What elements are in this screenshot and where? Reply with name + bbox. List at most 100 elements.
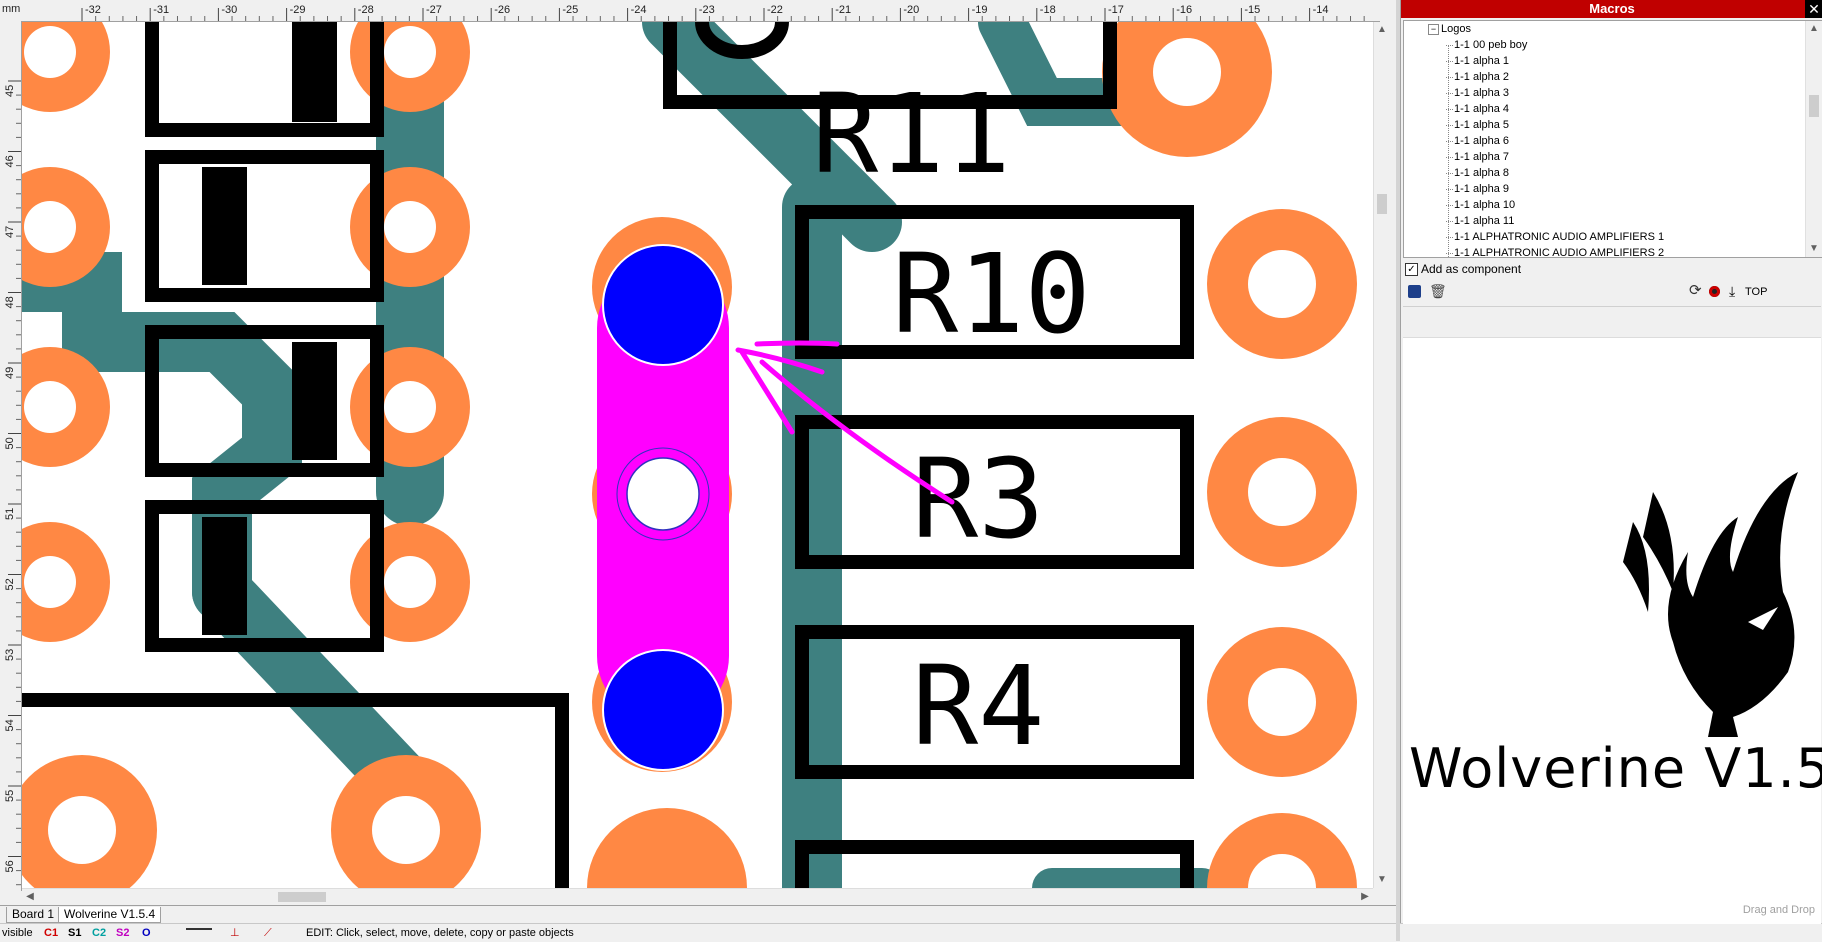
ruler-tick-label: 48 xyxy=(4,296,16,308)
ruler-tick-label: -27 xyxy=(426,4,442,16)
macros-title: Macros xyxy=(1401,0,1822,18)
ruler-unit: mm xyxy=(2,3,20,15)
ruler-tick-label: -21 xyxy=(835,4,851,16)
ruler-tick-label: 47 xyxy=(4,226,16,238)
track xyxy=(192,562,432,812)
list-item[interactable]: 1-1 alpha 10 xyxy=(1445,199,1516,211)
drag-drop-hint: Drag and Drop xyxy=(1742,904,1815,916)
mode-status-text: EDIT: Click, select, move, delete, copy … xyxy=(306,927,574,939)
ruler-tick-label: -32 xyxy=(85,4,101,16)
layer-c2-button[interactable]: C2 xyxy=(92,927,107,939)
tab-board-1[interactable]: Board 1 xyxy=(6,907,61,923)
scroll-down-icon[interactable]: ▼ xyxy=(1377,874,1387,885)
layer-c1-button[interactable]: C1 xyxy=(44,927,59,939)
component-outline xyxy=(663,22,1117,109)
component-outline xyxy=(145,500,384,652)
macro-toolbar: 🗑 ⟳ ⤓ TOP xyxy=(1403,282,1821,304)
list-item[interactable]: 1-1 alpha 11 xyxy=(1445,215,1515,227)
list-item[interactable]: 1-1 alpha 3 xyxy=(1445,87,1510,99)
r3-outline xyxy=(795,415,1194,569)
label-r10: R10 xyxy=(892,230,1091,358)
list-item[interactable]: 1-1 alpha 7 xyxy=(1445,151,1510,163)
macro-tree[interactable]: − Logos 1-1 00 peb boy 1-1 alpha 1 1-1 a… xyxy=(1403,20,1822,258)
horizontal-scrollbar[interactable]: ◀ ▶ xyxy=(22,888,1373,905)
delete-icon[interactable]: 🗑 xyxy=(1429,283,1447,299)
ruler-tick-label: -25 xyxy=(562,4,578,16)
macro-preview[interactable]: Wolverine V1.5 Drag and Drop xyxy=(1403,306,1822,924)
layer-s2-button[interactable]: S2 xyxy=(116,927,130,939)
list-item[interactable]: 1-1 alpha 8 xyxy=(1445,167,1510,179)
track xyxy=(642,22,902,252)
add-as-component-label: Add as component xyxy=(1421,262,1522,276)
r10-outline xyxy=(795,205,1194,359)
layer-s1-button[interactable]: S1 xyxy=(68,927,82,939)
pcb-canvas[interactable]: R11 R10 R3 R4 xyxy=(22,22,1373,888)
tree-scroll-up-icon[interactable]: ▲ xyxy=(1809,23,1819,34)
tab-wolverine[interactable]: Wolverine V1.5.4 xyxy=(58,907,162,923)
vertical-scrollbar[interactable]: ▲ ▼ xyxy=(1373,22,1390,888)
track-width-icon[interactable] xyxy=(186,928,212,940)
label-r4: R4 xyxy=(912,642,1044,770)
list-item[interactable]: 1-1 alpha 5 xyxy=(1445,119,1510,131)
pin-icon[interactable]: ⊥ xyxy=(230,927,240,939)
ruler-tick-label: -29 xyxy=(290,4,306,16)
status-bar: visible C1 S1 C2 S2 O ⊥ ⟋ EDIT: Click, s… xyxy=(0,923,1822,942)
collapse-icon[interactable]: − xyxy=(1428,24,1439,35)
layer-o-button[interactable]: O xyxy=(142,927,151,939)
list-item[interactable]: 1-1 alpha 6 xyxy=(1445,135,1510,147)
ruler-tick-label: -23 xyxy=(699,4,715,16)
scroll-left-icon[interactable]: ◀ xyxy=(26,891,34,902)
selected-pad-top[interactable] xyxy=(602,244,724,366)
panel-splitter[interactable] xyxy=(1396,0,1400,941)
vertical-scroll-thumb[interactable] xyxy=(1377,194,1387,214)
board-tabs: Board 1 Wolverine V1.5.4 xyxy=(0,905,1396,924)
ruler-tick-label: 45 xyxy=(4,85,16,97)
list-item[interactable]: 1-1 ALPHATRONIC AUDIO AMPLIFIERS 1 xyxy=(1445,231,1665,243)
ruler-tick-label: -26 xyxy=(494,4,510,16)
top-ruler: mm -32-31-30-29-28-27-26-25-24-23-22-21-… xyxy=(0,0,1380,22)
silk-arc xyxy=(695,22,789,59)
preview-header xyxy=(1403,307,1821,338)
tree-guide xyxy=(1448,45,1449,257)
record-icon[interactable] xyxy=(1709,286,1720,297)
ruler-tick-label: 52 xyxy=(4,578,16,590)
ruler-tick-label: 56 xyxy=(4,860,16,872)
pcb-layout[interactable]: R11 R10 R3 R4 xyxy=(22,22,1373,888)
close-icon[interactable]: ✕ xyxy=(1805,0,1822,18)
label-r11: R11 xyxy=(812,70,1011,198)
refresh-icon[interactable]: ⟳ xyxy=(1689,282,1702,299)
selected-pad-middle[interactable] xyxy=(626,457,700,531)
tree-scroll-down-icon[interactable]: ▼ xyxy=(1809,243,1819,254)
selected-pad-bottom[interactable] xyxy=(602,649,724,771)
list-item[interactable]: 1-1 00 peb boy xyxy=(1445,39,1528,51)
ruler-tick-label: 53 xyxy=(4,649,16,661)
tree-scroll-thumb[interactable] xyxy=(1809,95,1819,117)
ruler-tick-label: 49 xyxy=(4,367,16,379)
ruler-tick-label: -28 xyxy=(358,4,374,16)
scroll-right-icon[interactable]: ▶ xyxy=(1361,891,1369,902)
ruler-tick-label: -31 xyxy=(153,4,169,16)
ruler-tick-label: -19 xyxy=(972,4,988,16)
ruler-tick-label: -16 xyxy=(1176,4,1192,16)
list-item[interactable]: 1-1 alpha 2 xyxy=(1445,71,1510,83)
import-icon[interactable]: ⤓ xyxy=(1729,283,1736,299)
list-item[interactable]: 1-1 ALPHATRONIC AUDIO AMPLIFIERS 2 xyxy=(1445,245,1664,257)
component-outline xyxy=(145,150,384,302)
scroll-up-icon[interactable]: ▲ xyxy=(1377,24,1387,35)
list-item[interactable]: 1-1 alpha 4 xyxy=(1445,103,1510,115)
component-outline xyxy=(145,325,384,477)
angle-icon[interactable]: ⟋ xyxy=(264,927,272,939)
tree-scrollbar[interactable]: ▲ ▼ xyxy=(1805,21,1822,257)
horizontal-scroll-thumb[interactable] xyxy=(278,892,326,902)
list-item[interactable]: 1-1 alpha 9 xyxy=(1445,183,1510,195)
preview-title: Wolverine V1.5 xyxy=(1409,737,1822,800)
save-icon[interactable] xyxy=(1408,285,1421,298)
list-item[interactable]: 1-1 alpha 1 xyxy=(1445,55,1510,67)
top-layer-label[interactable]: TOP xyxy=(1745,286,1768,298)
r4-outline xyxy=(795,625,1194,779)
ruler-tick-label: -20 xyxy=(903,4,919,16)
selected-track[interactable] xyxy=(597,244,729,771)
tree-root-logos[interactable]: Logos xyxy=(1441,23,1471,35)
add-as-component-checkbox[interactable]: ✓ xyxy=(1405,263,1418,276)
